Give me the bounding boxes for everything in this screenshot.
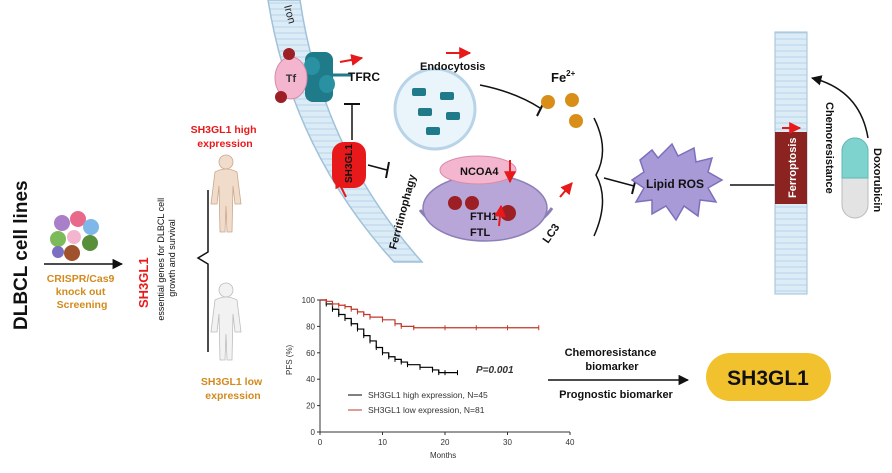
chemoresistance-label: Chemoresistance — [823, 102, 835, 194]
tfrc-receptor — [304, 52, 352, 102]
doxorubicin-capsule — [841, 137, 869, 219]
transferrin: Tf — [274, 48, 308, 103]
km-chart: PFS (%) Months P=0.001 0 10 20 30 40 0 20 40 60 8… — [285, 296, 575, 460]
y-tick-label: 100 — [302, 296, 316, 305]
crispr-label: CRISPR/Cas9 knock out Screening — [47, 273, 118, 311]
y-tick-label: 80 — [306, 322, 315, 331]
lipid-ros-blob — [630, 142, 724, 222]
x-tick-label: 40 — [566, 438, 575, 447]
y-tick-label: 20 — [306, 402, 315, 411]
iron-label: Iron — [281, 4, 298, 25]
ncoa4-shape — [439, 155, 517, 185]
p-value-label: P=0.001 — [476, 365, 514, 376]
low-expression-label: SH3GL1 low expression — [201, 376, 265, 402]
inhibit-bar-2 — [385, 161, 390, 179]
legend-high: SH3GL1 high expression, N=45 — [368, 390, 488, 400]
fth1-up-arrow — [493, 204, 506, 227]
brace — [196, 190, 209, 352]
legend-low: SH3GL1 low expression, N=81 — [368, 405, 485, 415]
tfrc-up-arrow — [339, 54, 364, 66]
legend: SH3GL1 high expression, N=45 SH3GL1 low … — [348, 390, 488, 415]
svg-text:Tf: Tf — [286, 73, 297, 85]
person-low-icon — [210, 282, 242, 361]
fe-ions — [541, 93, 583, 128]
ncoa4-label: NCOA4 — [460, 166, 499, 178]
sh3gl1-inhibits-ferritinophagy — [367, 164, 388, 171]
person-high-icon — [210, 154, 242, 233]
x-tick-label: 20 — [441, 438, 450, 447]
y-tick-label: 40 — [306, 375, 315, 384]
y-tick-label: 60 — [306, 349, 315, 358]
endosome-receptors — [412, 88, 460, 135]
km-line-high — [320, 299, 458, 374]
ftl-label: FTL — [470, 227, 490, 239]
doxorubicin-label: Doxorubicin — [871, 148, 883, 212]
x-axis-label: Months — [430, 451, 456, 460]
fe-label: Fe2+ — [551, 69, 576, 85]
ferroptosis-label: Ferroptosis — [787, 137, 799, 198]
x-tick-label: 10 — [378, 438, 387, 447]
lc3-up-arrow — [559, 182, 573, 198]
to-lipid-ros — [603, 177, 635, 187]
sh3gl1-final-label: SH3GL1 — [727, 367, 809, 390]
endocytosis-label: Endocytosis — [420, 61, 485, 73]
sh3gl1-protein-label: SH3GL1 — [344, 144, 355, 183]
lipid-ros-label: Lipid ROS — [646, 177, 704, 191]
x-tick-label: 30 — [503, 438, 512, 447]
cell-cluster — [50, 211, 99, 261]
ferroptosis-box — [775, 132, 807, 204]
convergence-brace — [593, 117, 604, 237]
sh3gl1-final-badge — [706, 353, 831, 401]
tfrc-label: TFRC — [348, 70, 380, 84]
essential-genes-label: essential genes for DLBCL cell growth an… — [156, 195, 177, 320]
chemo-biomarker-label: Chemoresistance biomarker — [565, 347, 660, 373]
y-axis-label: PFS (%) — [285, 344, 294, 375]
chemoresistance-arrow — [810, 75, 869, 139]
cell-lines-label: DLBCL cell lines — [11, 180, 32, 330]
lc3-label: LC3 — [541, 222, 563, 246]
endocytosis-to-fe — [479, 84, 541, 109]
high-expression-label: SH3GL1 high expression — [191, 124, 260, 150]
fth1-label: FTH1 — [470, 211, 498, 223]
sh3gl1-up-arrow — [335, 175, 347, 198]
sh3gl1-vertical-label: SH3GL1 — [136, 257, 151, 308]
x-tick-label: 0 — [318, 438, 323, 447]
endosome — [393, 67, 477, 151]
prognostic-biomarker-label: Prognostic biomarker — [559, 389, 673, 401]
y-tick-label: 0 — [311, 428, 316, 437]
